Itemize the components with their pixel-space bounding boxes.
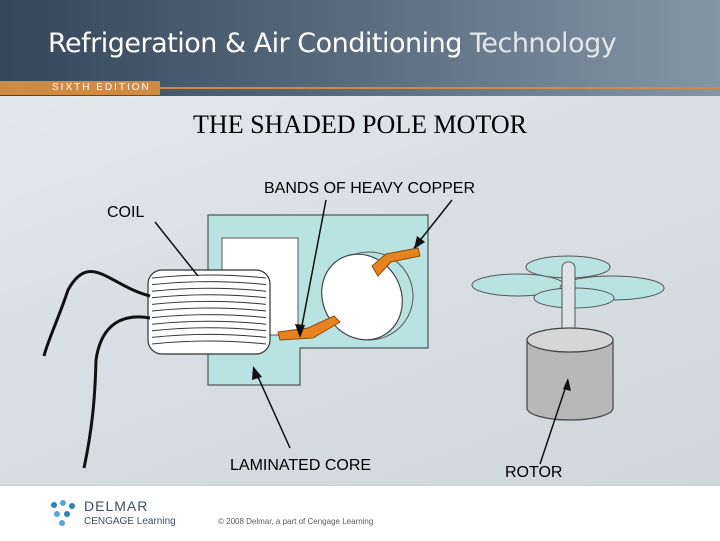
slide-title: THE SHADED POLE MOTOR	[193, 110, 527, 139]
coil-winding-line	[151, 340, 267, 345]
edition-divider	[160, 87, 720, 89]
edition-label: SIXTH EDITION	[0, 81, 160, 95]
arrowhead-rotor	[563, 378, 571, 391]
book-title-part3: Technology	[461, 28, 617, 59]
rotor-assembly	[471, 255, 665, 421]
copper-band-upper	[371, 247, 421, 277]
edition-bar: SIXTH EDITION	[0, 81, 720, 95]
brand-subtitle: CENGAGE Learning	[84, 516, 176, 527]
copper-band-lower	[277, 315, 341, 341]
arrowhead-core	[252, 366, 262, 380]
label-laminated-core: LAMINATED CORE	[230, 457, 372, 474]
copyright-text: © 2008 Delmar, a part of Cengage Learnin…	[218, 517, 374, 526]
rotor-shaft	[561, 261, 576, 335]
leader-band-lower	[299, 199, 327, 337]
rotor-disc	[321, 253, 403, 341]
book-title: Refrigeration & Air Conditioning Technol…	[48, 28, 617, 59]
coil-winding-line	[151, 274, 267, 279]
coil-winding-line	[151, 287, 267, 292]
delmar-logo-icon	[51, 500, 75, 526]
coil-winding-line	[151, 333, 267, 338]
label-copper-bands: BANDS OF HEAVY COPPER	[264, 180, 476, 197]
coil-winding-line	[151, 307, 267, 312]
lead-wire-1	[42, 270, 151, 357]
coil-winding-line	[151, 314, 267, 319]
coil-windings	[151, 274, 267, 345]
arrowhead-band-upper	[414, 236, 425, 249]
leader-coil	[154, 221, 199, 277]
coil-winding-line	[151, 294, 267, 299]
footer: DELMAR CENGAGE Learning © 2008 Delmar, a…	[0, 485, 720, 541]
rotor-cylinder-top	[526, 327, 614, 353]
book-title-part1: Refrigeration	[48, 28, 217, 59]
coil-winding-line	[151, 300, 267, 305]
arrowhead-band-lower	[295, 324, 305, 338]
label-rotor: ROTOR	[505, 464, 563, 481]
brand-name: DELMAR	[84, 498, 149, 514]
coil-winding-line	[151, 327, 267, 332]
rotor-cylinder	[526, 339, 614, 421]
coil-winding-line	[151, 320, 267, 325]
label-coil: COIL	[107, 204, 145, 221]
lead-wire-2	[82, 315, 151, 469]
coil	[147, 269, 271, 355]
header-banner: Refrigeration & Air Conditioning Technol…	[0, 0, 720, 96]
coil-body	[147, 269, 271, 355]
book-title-part2: & Air Conditioning	[216, 28, 462, 59]
leader-core	[253, 367, 291, 449]
coil-winding-line	[151, 281, 267, 286]
leader-rotor	[539, 379, 569, 465]
